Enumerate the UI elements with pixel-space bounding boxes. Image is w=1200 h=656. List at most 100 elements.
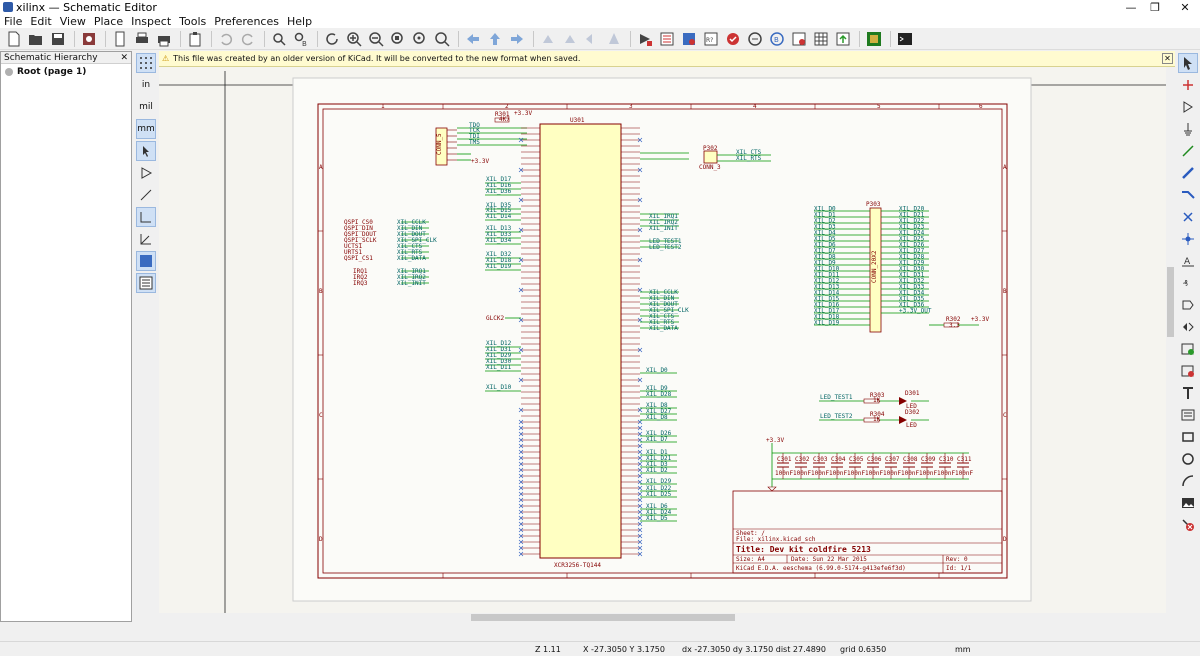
- vscroll-thumb[interactable]: [1167, 267, 1174, 337]
- p302-connector[interactable]: [703, 150, 718, 164]
- line-mode-90-icon[interactable]: [136, 207, 156, 227]
- symbol-editor-icon[interactable]: [635, 29, 655, 49]
- select-arrow-icon[interactable]: [1178, 53, 1198, 73]
- minimize-button[interactable]: —: [1125, 0, 1137, 14]
- save-icon[interactable]: [48, 29, 68, 49]
- add-sheet-icon[interactable]: [1178, 339, 1198, 359]
- highlight-net-icon[interactable]: [1178, 75, 1198, 95]
- annotate-icon[interactable]: [679, 29, 699, 49]
- units-inch-button[interactable]: in: [141, 80, 151, 90]
- add-junction-icon[interactable]: [1178, 229, 1198, 249]
- maximize-button[interactable]: ❐: [1150, 0, 1160, 14]
- add-label-icon[interactable]: A: [1178, 251, 1198, 271]
- zoom-in-icon[interactable]: [344, 29, 364, 49]
- menu-view[interactable]: View: [59, 14, 86, 28]
- navigate-back-icon[interactable]: [463, 29, 483, 49]
- add-textbox-icon[interactable]: [1178, 405, 1198, 425]
- new-file-icon[interactable]: [4, 29, 24, 49]
- close-button[interactable]: ✕: [1180, 0, 1190, 14]
- hierarchy-root-item[interactable]: Root (page 1): [1, 64, 131, 80]
- hscroll-thumb[interactable]: [471, 614, 735, 621]
- menu-place[interactable]: Place: [93, 14, 124, 28]
- schematic-canvas[interactable]: 1 2 3 4 5 6 A B C D A B C D CONN_5 TDO T…: [159, 51, 1175, 613]
- rotate-cw-icon[interactable]: [560, 29, 580, 49]
- d301-led[interactable]: [899, 397, 907, 405]
- page-settings-icon[interactable]: [110, 29, 130, 49]
- add-arc-icon[interactable]: [1178, 471, 1198, 491]
- menu-preferences[interactable]: Preferences: [214, 14, 279, 28]
- add-global-label-icon[interactable]: ₰: [1178, 273, 1198, 293]
- rotate-ccw-icon[interactable]: [538, 29, 558, 49]
- r304-resistor[interactable]: [863, 417, 880, 423]
- info-close-icon[interactable]: ✕: [1162, 53, 1173, 64]
- add-bus-icon[interactable]: [1178, 163, 1198, 183]
- mirror-v-icon[interactable]: [582, 29, 602, 49]
- zoom-fit-icon[interactable]: [388, 29, 408, 49]
- add-image-icon[interactable]: [1178, 493, 1198, 513]
- update-pcb-icon[interactable]: [833, 29, 853, 49]
- symbol-browser-icon[interactable]: [657, 29, 677, 49]
- refresh-icon[interactable]: [322, 29, 342, 49]
- menu-help[interactable]: Help: [286, 14, 313, 28]
- add-sheet-pin-icon[interactable]: [1178, 317, 1198, 337]
- zoom-selection-icon[interactable]: [432, 29, 452, 49]
- zoom-out-icon[interactable]: [366, 29, 386, 49]
- jtag-connector[interactable]: [435, 127, 448, 166]
- print-icon[interactable]: [132, 29, 152, 49]
- no-connect-icon[interactable]: [1178, 207, 1198, 227]
- bom-icon[interactable]: B: [767, 29, 787, 49]
- hierarchy-toggle-icon[interactable]: [136, 273, 156, 293]
- line-mode-45-icon[interactable]: [136, 229, 156, 249]
- menu-edit[interactable]: Edit: [30, 14, 52, 28]
- units-mil-button[interactable]: mil: [139, 102, 153, 112]
- add-bus-entry-icon[interactable]: [1178, 185, 1198, 205]
- net-label: XIL_RTS: [397, 249, 423, 256]
- zoom-objects-icon[interactable]: [410, 29, 430, 49]
- fields-table-icon[interactable]: [811, 29, 831, 49]
- add-hier-label-icon[interactable]: [1178, 295, 1198, 315]
- d302-led[interactable]: [899, 416, 907, 424]
- menu-file[interactable]: File: [4, 14, 23, 28]
- vertical-scrollbar[interactable]: [1166, 67, 1175, 613]
- r301-resistor[interactable]: [494, 117, 510, 123]
- u301-chip[interactable]: [539, 123, 622, 559]
- horizontal-scrollbar[interactable]: [159, 613, 1175, 622]
- line-mode-free-icon[interactable]: [136, 185, 156, 205]
- navigate-up-icon[interactable]: [485, 29, 505, 49]
- delete-tool-icon[interactable]: [1178, 515, 1198, 535]
- navigate-forward-icon[interactable]: [507, 29, 527, 49]
- units-mm-button[interactable]: mm: [136, 119, 156, 139]
- mirror-h-icon[interactable]: [604, 29, 624, 49]
- find-icon[interactable]: [269, 29, 289, 49]
- scripting-console-icon[interactable]: [895, 29, 915, 49]
- menu-tools[interactable]: Tools: [179, 14, 207, 28]
- add-rectangle-icon[interactable]: [1178, 427, 1198, 447]
- r303-ref: R303: [870, 392, 885, 399]
- find-replace-icon[interactable]: B: [291, 29, 311, 49]
- undo-icon[interactable]: [216, 29, 236, 49]
- erc-markers-icon[interactable]: [136, 251, 156, 271]
- add-circle-icon[interactable]: [1178, 449, 1198, 469]
- simulator-icon[interactable]: [789, 29, 809, 49]
- erc-icon[interactable]: R?: [701, 29, 721, 49]
- add-wire-icon[interactable]: [1178, 141, 1198, 161]
- p303-connector[interactable]: [869, 207, 882, 333]
- cursor-crosshair-icon[interactable]: [136, 141, 156, 161]
- cvpcb-icon[interactable]: [723, 29, 743, 49]
- redo-icon[interactable]: [238, 29, 258, 49]
- paste-icon[interactable]: [185, 29, 205, 49]
- add-text-icon[interactable]: [1178, 383, 1198, 403]
- import-sheet-pin-icon[interactable]: [1178, 361, 1198, 381]
- pcbnew-icon[interactable]: [864, 29, 884, 49]
- open-folder-icon[interactable]: [26, 29, 46, 49]
- r303-resistor[interactable]: [863, 398, 880, 404]
- add-symbol-icon[interactable]: [1178, 97, 1198, 117]
- hierarchy-close-icon[interactable]: ✕: [120, 52, 128, 63]
- menu-inspect[interactable]: Inspect: [131, 14, 172, 28]
- plot-icon[interactable]: [154, 29, 174, 49]
- grid-toggle-icon[interactable]: [136, 53, 156, 73]
- hidden-pins-icon[interactable]: [136, 163, 156, 183]
- schematic-setup-icon[interactable]: [79, 29, 99, 49]
- add-power-icon[interactable]: [1178, 119, 1198, 139]
- footprint-assign-icon[interactable]: [745, 29, 765, 49]
